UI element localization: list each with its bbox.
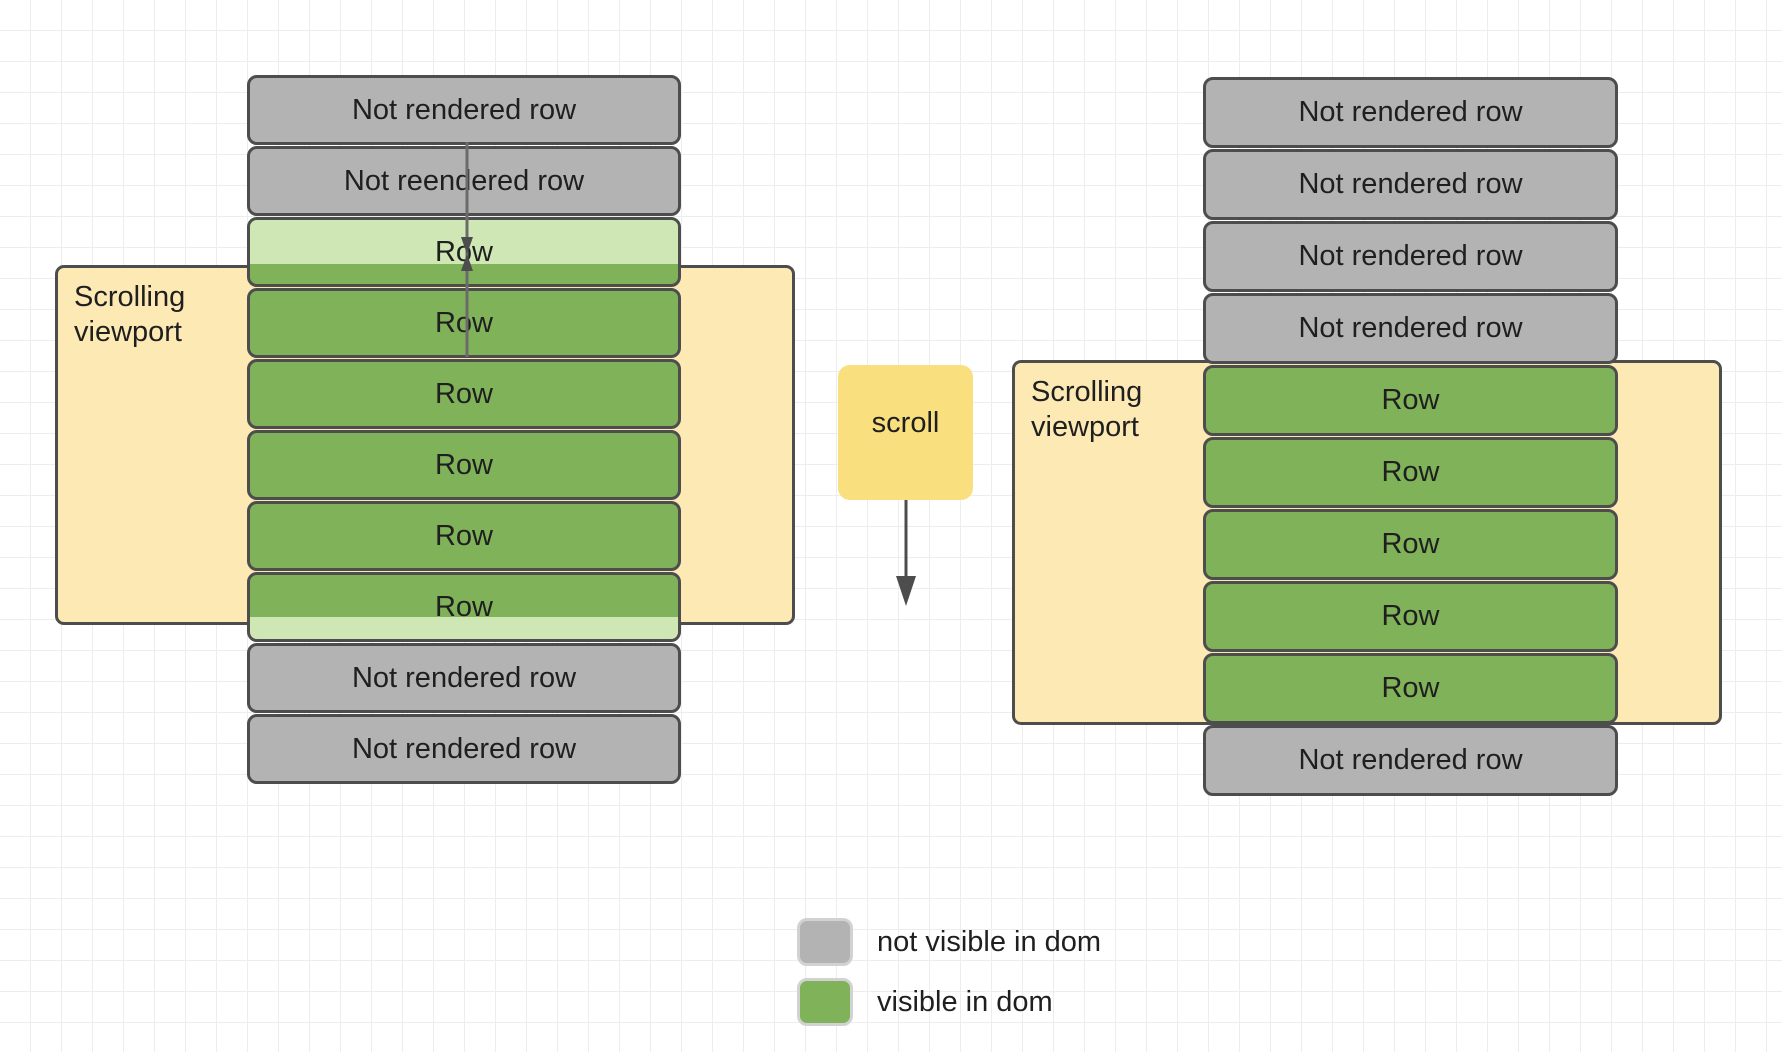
list-item: Row xyxy=(247,430,681,500)
row-label: Not rendered row xyxy=(1298,168,1523,200)
row-label: Row xyxy=(434,448,493,481)
scroll-note-label: scroll xyxy=(871,407,940,439)
list-item: Row xyxy=(1203,509,1618,580)
row-label: Row xyxy=(1381,672,1440,704)
list-item: Row xyxy=(1203,365,1618,436)
list-item: Not rendered row xyxy=(247,643,681,713)
right-viewport-label: Scrolling viewport xyxy=(1031,376,1143,444)
list-item: Row xyxy=(247,572,681,642)
scroll-note-box: scroll xyxy=(838,365,973,500)
legend-item: not visible in dom xyxy=(797,918,1101,966)
legend-item: visible in dom xyxy=(797,978,1101,1026)
list-item: Not rendered row xyxy=(1203,149,1618,220)
list-item: Not rendered row xyxy=(1203,725,1618,796)
row-label: Row xyxy=(1381,384,1440,416)
list-item: Not rendered row xyxy=(247,714,681,784)
list-item: Not rendered row xyxy=(247,75,681,145)
list-item: Row xyxy=(1203,581,1618,652)
legend-swatch-not-visible xyxy=(797,918,853,966)
list-item: Not rendered row xyxy=(1203,221,1618,292)
list-item: Row xyxy=(247,288,681,358)
list-item: Not rendered row xyxy=(1203,77,1618,148)
row-label: Row xyxy=(434,377,493,410)
row-label: Row xyxy=(1381,600,1440,632)
legend-swatch-visible xyxy=(797,978,853,1026)
partial-visibility-tint xyxy=(250,617,678,639)
row-label: Not rendered row xyxy=(351,661,577,694)
row-label: Row xyxy=(434,590,493,623)
left-viewport-label: Scrolling viewport xyxy=(74,281,186,349)
legend: not visible in dom visible in dom xyxy=(797,918,1101,1038)
list-item: Row xyxy=(247,217,681,287)
row-label: Row xyxy=(1381,456,1440,488)
row-label: Not rendered row xyxy=(351,732,577,765)
list-item: Not reendered row xyxy=(247,146,681,216)
row-label: Not rendered row xyxy=(1298,96,1523,128)
row-label: Row xyxy=(434,306,493,339)
row-label: Row xyxy=(434,519,493,552)
row-label: Not rendered row xyxy=(1298,312,1523,344)
row-label: Not rendered row xyxy=(1298,744,1523,776)
list-item: Row xyxy=(1203,653,1618,724)
row-label: Not reendered row xyxy=(343,164,585,197)
list-item: Row xyxy=(247,501,681,571)
list-item: Row xyxy=(247,359,681,429)
row-connector-line xyxy=(461,142,473,357)
legend-label-visible: visible in dom xyxy=(877,985,1053,1018)
list-item: Row xyxy=(1203,437,1618,508)
list-item: Not rendered row xyxy=(1203,293,1618,364)
row-label: Row xyxy=(1381,528,1440,560)
row-label: Not rendered row xyxy=(351,93,577,126)
row-label: Not rendered row xyxy=(1298,240,1523,272)
legend-label-not-visible: not visible in dom xyxy=(877,925,1102,958)
